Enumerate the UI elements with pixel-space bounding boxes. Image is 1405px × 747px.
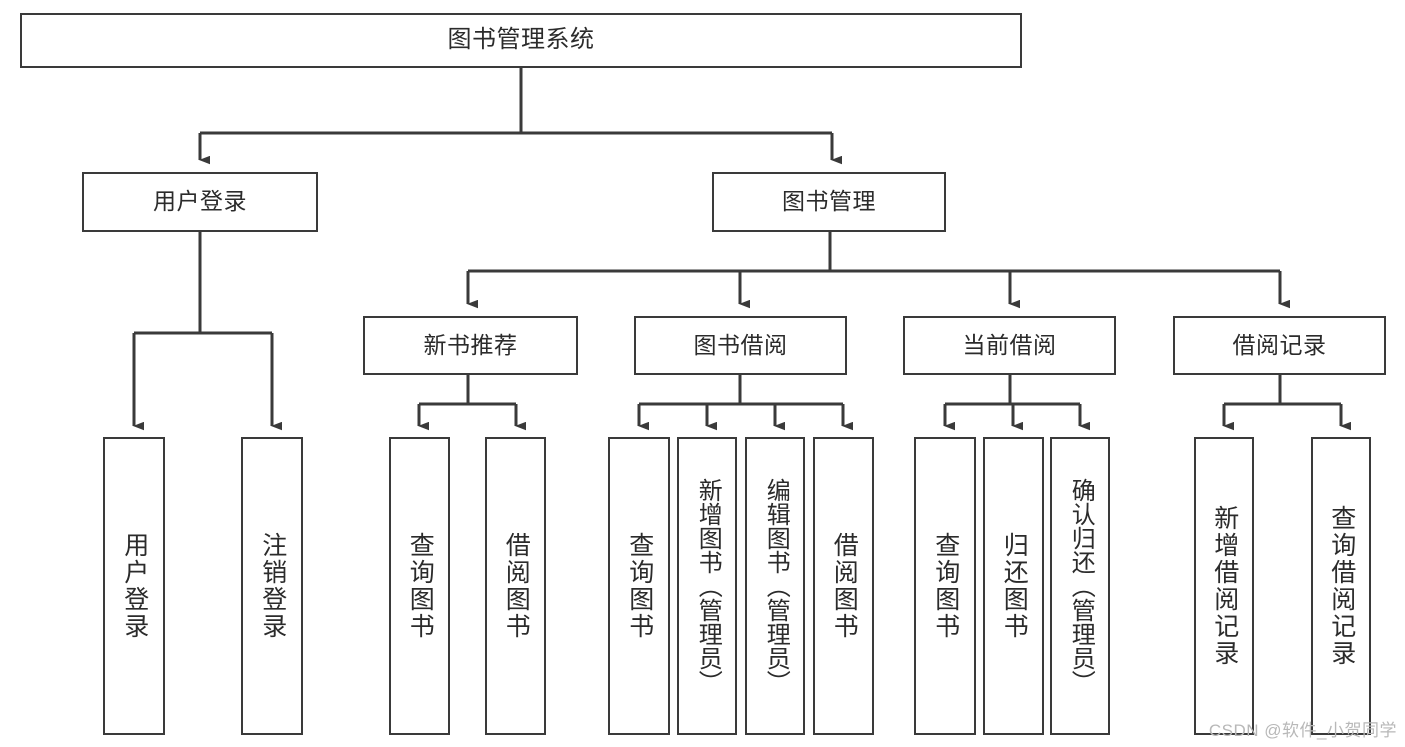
node-label: 用户登录 [153, 188, 247, 215]
leaf-edit-book-admin[interactable]: 编辑图书（管理员） [745, 437, 805, 735]
leaf-query-book-recommend[interactable]: 查询图书 [389, 437, 450, 735]
node-book-management[interactable]: 图书管理 [712, 172, 946, 232]
leaf-query-borrow-record[interactable]: 查询借阅记录 [1311, 437, 1371, 735]
node-label: 新书推荐 [423, 331, 518, 358]
node-label: 确认归还（管理员） [1067, 478, 1095, 694]
node-label: 编辑图书（管理员） [762, 478, 790, 694]
leaf-logout[interactable]: 注销登录 [241, 437, 303, 735]
node-user-login[interactable]: 用户登录 [82, 172, 318, 232]
node-book-borrow[interactable]: 图书借阅 [634, 316, 847, 375]
node-label: 查询图书 [931, 532, 960, 640]
node-label: 图书借阅 [693, 331, 788, 358]
node-label: 图书管理 [782, 188, 876, 215]
leaf-add-book-admin[interactable]: 新增图书（管理员） [677, 437, 737, 735]
node-label: 查询借阅记录 [1327, 505, 1356, 667]
node-label: 注销登录 [258, 532, 287, 640]
node-new-book-recommend[interactable]: 新书推荐 [363, 316, 578, 375]
leaf-borrow-book-recommend[interactable]: 借阅图书 [485, 437, 546, 735]
node-root-book-management-system[interactable]: 图书管理系统 [20, 13, 1022, 68]
csdn-watermark: CSDN @软件_小贺同学 [1208, 721, 1397, 740]
leaf-return-book[interactable]: 归还图书 [983, 437, 1044, 735]
node-label: 当前借阅 [962, 331, 1057, 358]
node-label: 借阅图书 [830, 532, 859, 640]
node-label: 图书管理系统 [447, 26, 595, 54]
leaf-confirm-return-admin[interactable]: 确认归还（管理员） [1050, 437, 1110, 735]
node-label: 查询图书 [625, 532, 654, 640]
node-label: 借阅图书 [502, 532, 531, 640]
leaf-query-book-borrow[interactable]: 查询图书 [608, 437, 670, 735]
node-label: 新增图书（管理员） [694, 478, 722, 694]
leaf-user-login[interactable]: 用户登录 [103, 437, 165, 735]
node-label: 归还图书 [1000, 532, 1029, 640]
node-label: 借阅记录 [1232, 331, 1327, 358]
node-label: 查询图书 [406, 532, 435, 640]
leaf-query-book-current[interactable]: 查询图书 [914, 437, 976, 735]
node-current-borrow[interactable]: 当前借阅 [903, 316, 1116, 375]
node-label: 新增借阅记录 [1210, 505, 1239, 667]
leaf-add-borrow-record[interactable]: 新增借阅记录 [1194, 437, 1254, 735]
node-label: 用户登录 [120, 532, 149, 640]
leaf-borrow-book[interactable]: 借阅图书 [813, 437, 874, 735]
node-borrow-record[interactable]: 借阅记录 [1173, 316, 1386, 375]
